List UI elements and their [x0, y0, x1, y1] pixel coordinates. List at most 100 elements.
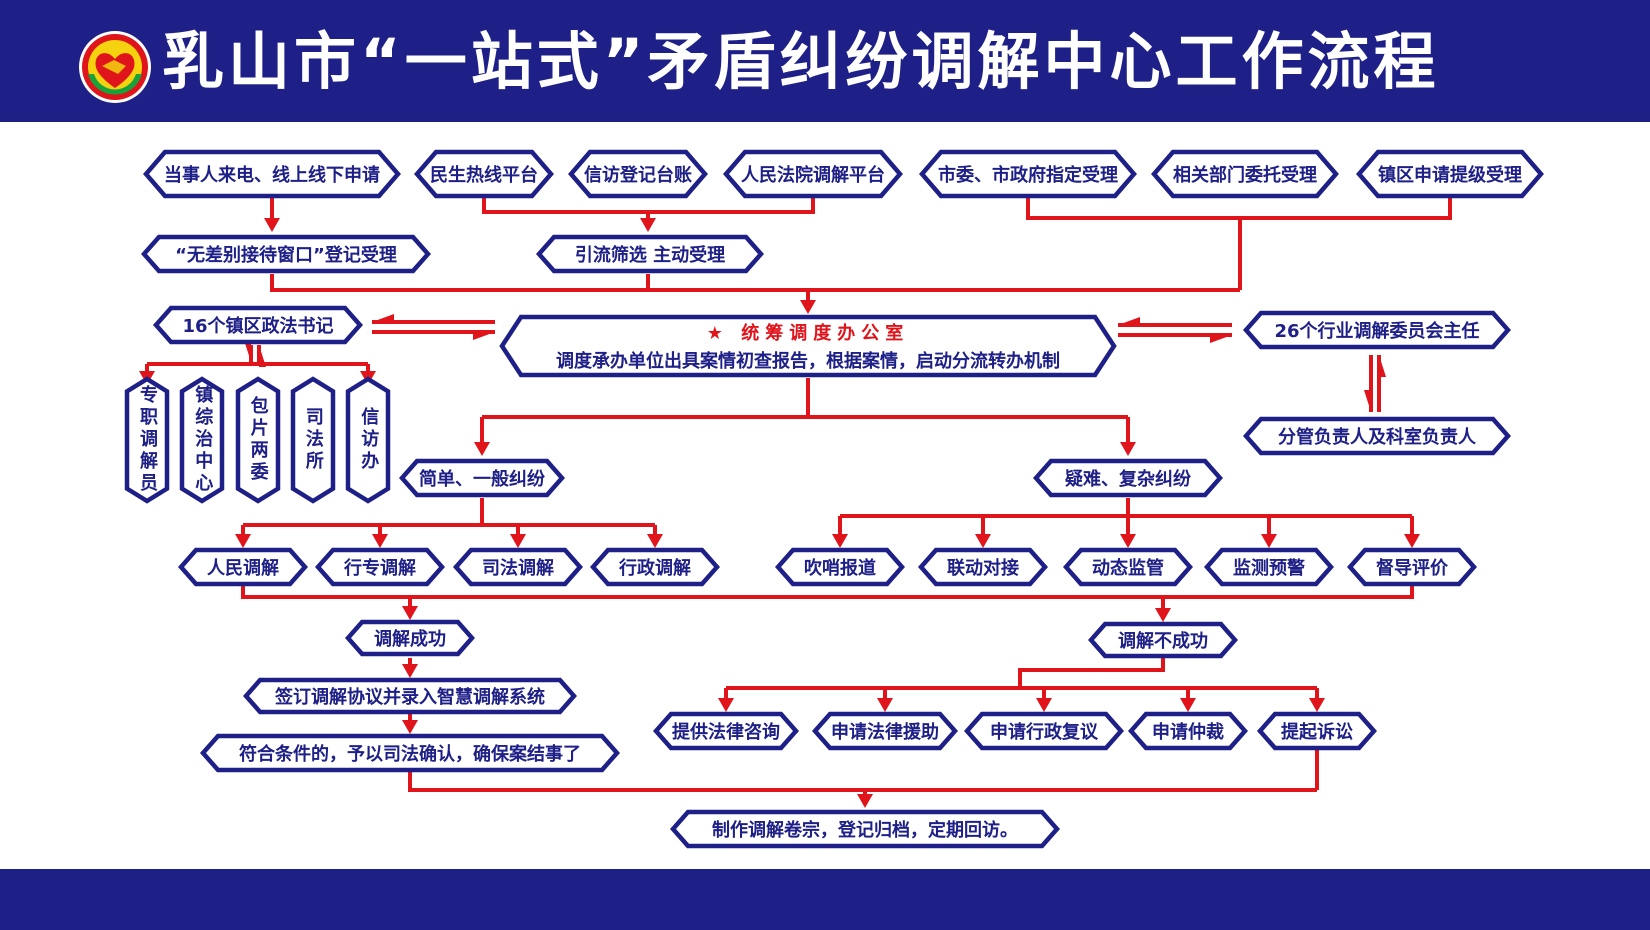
harpoon-arrow-icon	[372, 314, 394, 322]
simple-method-1[interactable]: 行专调解	[314, 547, 446, 587]
complex-method-3-label: 监测预警	[1233, 558, 1305, 579]
hexagon-frame	[414, 149, 554, 199]
source-walk-in[interactable]: 当事人来电、线上线下申请	[143, 149, 401, 199]
hexagon-frame	[499, 314, 1117, 378]
simple-method-0-label: 人民调解	[207, 558, 279, 579]
source-walk-in-label: 当事人来电、线上线下申请	[164, 165, 380, 186]
arrow-down-icon	[718, 698, 734, 712]
complex-disputes[interactable]: 疑难、复杂纠纷	[1032, 458, 1224, 498]
hexagon-frame	[1346, 547, 1478, 587]
hexagon-frame	[290, 376, 336, 504]
simple-method-2[interactable]: 司法调解	[452, 547, 584, 587]
arrow-down-icon	[402, 664, 418, 678]
harpoon-arrow-icon	[1379, 355, 1386, 377]
unit-0[interactable]: 专职调解员	[124, 376, 170, 504]
harpoon-arrow-icon	[244, 340, 251, 362]
failure-option-1[interactable]: 申请法律援助	[811, 711, 959, 751]
unit-3[interactable]: 司法所	[290, 376, 336, 504]
department-heads[interactable]: 分管负责人及科室负责人	[1242, 416, 1512, 456]
unit-2[interactable]: 包片两委	[235, 376, 281, 504]
source-departments[interactable]: 相关部门委托受理	[1151, 149, 1339, 199]
complex-method-1-label: 联动对接	[947, 558, 1019, 579]
source-city-gov[interactable]: 市委、市政府指定受理	[919, 149, 1137, 199]
archive-and-followup[interactable]: 制作调解卷宗，登记归档，定期回访。	[669, 809, 1061, 849]
failure-option-3[interactable]: 申请仲裁	[1127, 711, 1249, 751]
page-title: 乳山市“一站式”矛盾纠纷调解中心工作流程	[162, 25, 1440, 98]
failure-option-4-label: 提起诉讼	[1281, 722, 1353, 743]
arrow-down-icon	[857, 794, 873, 808]
connector-line-34	[1018, 658, 1165, 688]
hexagon-frame	[1062, 547, 1194, 587]
complex-method-1[interactable]: 联动对接	[917, 547, 1049, 587]
hexagon-frame	[1242, 416, 1512, 456]
unit-4[interactable]: 信访办	[345, 376, 391, 504]
failure-option-4[interactable]: 提起诉讼	[1256, 711, 1378, 751]
hexagon-frame	[1032, 458, 1224, 498]
town-secretaries[interactable]: 16个镇区政法书记	[152, 305, 364, 345]
connector-line-33	[408, 772, 1317, 792]
hexagon-frame	[1127, 711, 1249, 751]
hexagon-frame	[917, 547, 1049, 587]
source-petition-label: 信访登记台账	[584, 165, 692, 186]
star-icon: ★	[706, 323, 742, 344]
mediation-success[interactable]: 调解成功	[345, 619, 475, 657]
hexagon-frame	[1242, 310, 1512, 350]
judicial-confirmation-label: 符合条件的，予以司法确认，确保案结事了	[239, 744, 581, 765]
source-towns[interactable]: 镇区申请提级受理	[1356, 149, 1544, 199]
department-heads-label: 分管负责人及科室负责人	[1278, 427, 1476, 448]
center-description: 调度承办单位出具案情初查报告，根据案情，启动分流转办机制	[556, 351, 1060, 372]
hexagon-frame	[152, 305, 364, 345]
hexagon-frame	[919, 149, 1137, 199]
harpoon-arrow-icon	[259, 345, 266, 367]
complex-method-0[interactable]: 吹哨报道	[774, 547, 906, 587]
hexagon-frame	[535, 234, 765, 274]
unit-4-label: 信访办	[358, 407, 380, 473]
source-court[interactable]: 人民法院调解平台	[723, 149, 903, 199]
arrow-down-icon	[832, 534, 848, 548]
intake-window[interactable]: “无差别接待窗口”登记受理	[140, 234, 432, 274]
simple-disputes[interactable]: 简单、一般纠纷	[398, 458, 566, 498]
complex-method-2[interactable]: 动态监管	[1062, 547, 1194, 587]
arrow-down-icon	[402, 720, 418, 734]
unit-1[interactable]: 镇综治中心	[179, 376, 225, 504]
mediation-success-label: 调解成功	[374, 629, 446, 650]
unit-2-label: 包片两委	[247, 396, 269, 484]
dispatch-office[interactable]: ★ 统筹调度办公室调度承办单位出具案情初查报告，根据案情，启动分流转办机制	[499, 314, 1117, 378]
arrow-down-icon	[264, 218, 280, 232]
intake-screening[interactable]: 引流筛选 主动受理	[535, 234, 765, 274]
header-banner	[0, 0, 1650, 122]
failure-option-0-label: 提供法律咨询	[672, 722, 780, 743]
industry-committee[interactable]: 26个行业调解委员会主任	[1242, 310, 1512, 350]
judicial-confirmation[interactable]: 符合条件的，予以司法确认，确保案结事了	[199, 733, 621, 773]
hexagon-frame	[180, 376, 225, 504]
hexagon-frame	[143, 149, 401, 199]
complex-method-3[interactable]: 监测预警	[1203, 547, 1335, 587]
arrow-down-icon	[1120, 442, 1136, 456]
source-towns-label: 镇区申请提级受理	[1378, 165, 1522, 186]
people-mediation-emblem-icon	[79, 31, 151, 103]
sign-agreement[interactable]: 签订调解协议并录入智慧调解系统	[243, 677, 577, 715]
intake-window-label: “无差别接待窗口”登记受理	[175, 245, 397, 266]
arrow-down-icon	[235, 534, 251, 548]
center-title: ★ 统筹调度办公室	[707, 319, 909, 345]
hexagon-frame	[345, 619, 475, 657]
arrow-down-icon	[1309, 698, 1325, 712]
source-petition[interactable]: 信访登记台账	[568, 149, 708, 199]
mediation-failure[interactable]: 调解不成功	[1088, 621, 1238, 659]
hexagon-frame	[199, 733, 621, 773]
simple-method-3[interactable]: 行政调解	[589, 547, 721, 587]
failure-option-2[interactable]: 申请行政复议	[963, 711, 1125, 751]
hexagon-frame	[243, 677, 577, 715]
simple-method-1-label: 行专调解	[344, 558, 416, 579]
arrow-down-icon	[402, 606, 418, 620]
failure-option-0[interactable]: 提供法律咨询	[652, 711, 800, 751]
complex-method-4[interactable]: 督导评价	[1346, 547, 1478, 587]
center-title-text: 统筹调度办公室	[741, 323, 910, 344]
source-hotline-label: 民生热线平台	[430, 165, 538, 186]
sign-agreement-label: 签订调解协议并录入智慧调解系统	[275, 687, 545, 708]
hexagon-frame	[652, 711, 800, 751]
connector-line-28	[241, 586, 1414, 599]
simple-method-0[interactable]: 人民调解	[177, 547, 309, 587]
source-hotline[interactable]: 民生热线平台	[414, 149, 554, 199]
